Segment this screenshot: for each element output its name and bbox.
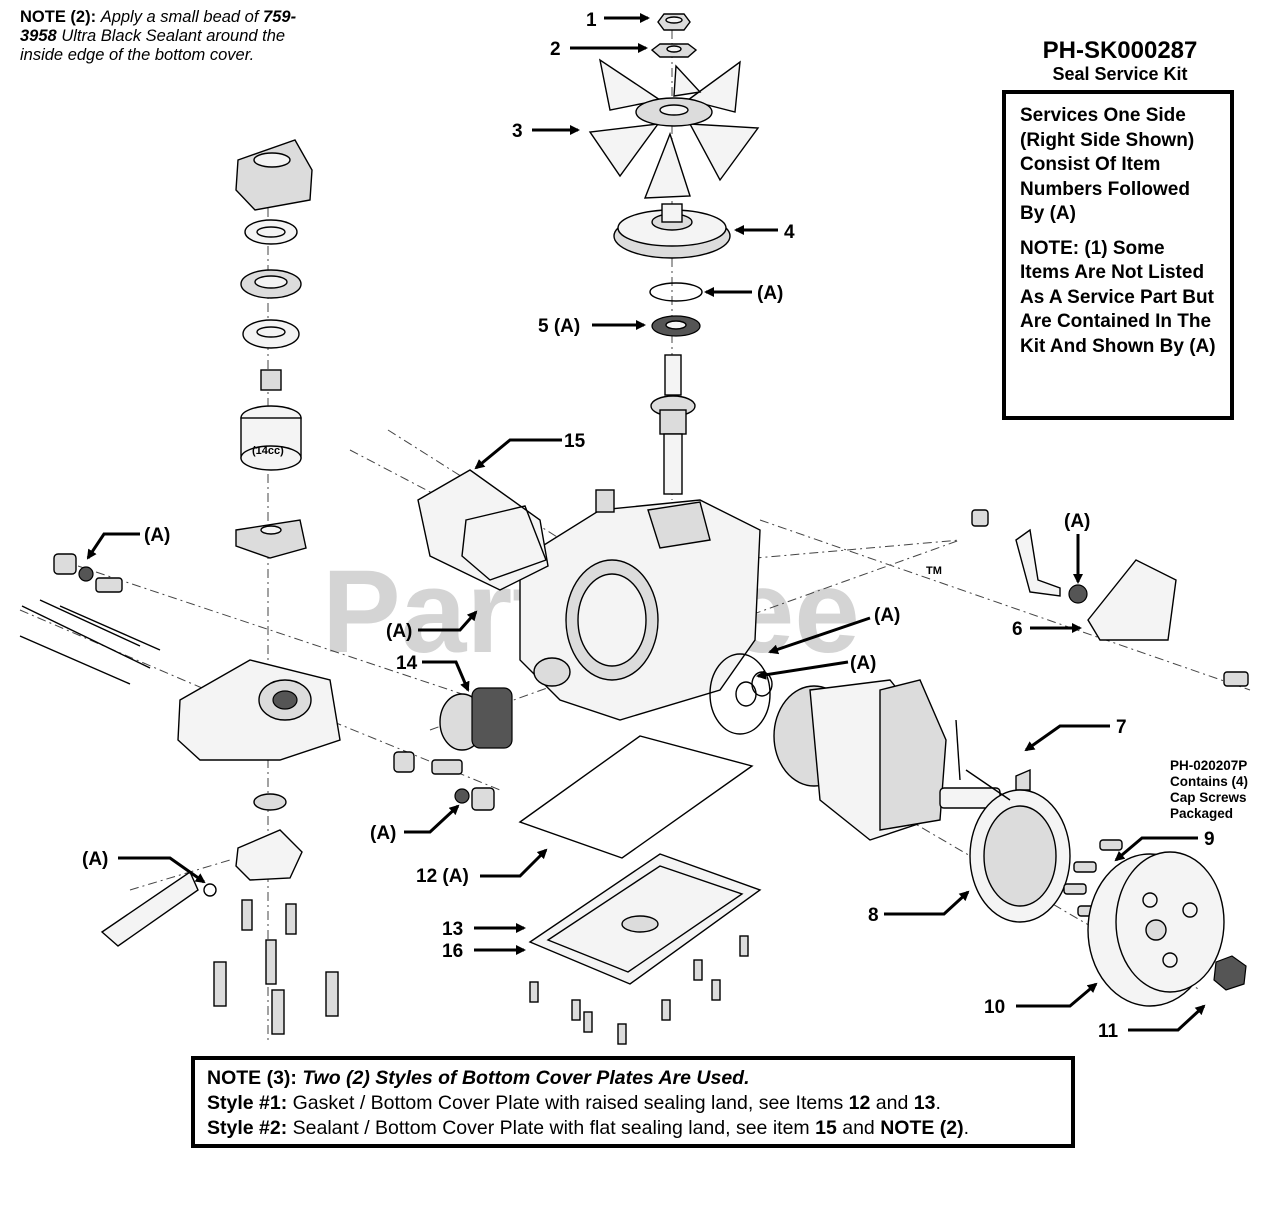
callout-a-seal: (A) — [370, 823, 396, 844]
cylinder-block-part: (14cc) — [240, 405, 302, 471]
snap-ring-part — [649, 282, 703, 302]
callout-a-gasket: (A) — [386, 621, 412, 642]
sealant-part-number: 759-3958 — [20, 8, 297, 45]
pulley-part — [613, 203, 731, 259]
callout-12: 12 (A) — [416, 866, 469, 887]
long-bolts-part — [19, 599, 161, 685]
cylinder-size-label: (14cc) — [252, 445, 284, 457]
callout-a-oring2: (A) — [850, 653, 876, 674]
charge-pump-part — [235, 793, 303, 881]
kit-info-box: Services One Side (Right Side Shown) Con… — [1002, 90, 1234, 420]
watermark-tm: TM — [926, 565, 942, 577]
shaft-seal-part — [651, 315, 701, 337]
axle-nut-part — [1213, 955, 1247, 991]
swashplate-cradle-part — [235, 139, 313, 211]
style-1-and: and — [875, 1092, 909, 1114]
bypass-arm-part — [971, 509, 1249, 687]
fan-part — [588, 58, 760, 199]
thrust-bearing-part — [240, 269, 302, 299]
thrust-race-part — [242, 319, 300, 349]
spring-part — [260, 369, 282, 391]
sealant-note-text-a: Apply a small bead of — [100, 8, 259, 26]
nut-part — [657, 13, 691, 31]
callout-6: 6 — [1012, 619, 1023, 640]
callout-a-oring1: (A) — [874, 605, 900, 626]
input-shaft-part — [650, 354, 696, 495]
sealant-note-label: NOTE (2): — [20, 8, 97, 26]
filter-part — [439, 687, 513, 751]
cover-screws-part — [529, 935, 749, 1045]
style-2-text: Sealant / Bottom Cover Plate with flat s… — [292, 1117, 810, 1139]
sealant-note-text-b: Ultra Black Sealant around the inside ed… — [20, 27, 286, 64]
thrust-washer-part — [244, 219, 298, 245]
axle-housing-part — [773, 679, 1001, 841]
callout-15: 15 — [564, 431, 586, 452]
style-1-item-b: 13 — [913, 1092, 936, 1114]
brake-assembly-part — [965, 769, 1071, 923]
style-1-item-a: 12 — [848, 1092, 871, 1114]
callout-14: 14 — [396, 653, 418, 674]
style-2-end: . — [963, 1117, 970, 1139]
callout-4-a: (A) — [757, 283, 783, 304]
sealant-note: NOTE (2): Apply a small bead of 759-3958… — [20, 8, 320, 65]
style-2-and: and — [842, 1117, 875, 1139]
port-plate-part — [235, 519, 307, 559]
style-1-end: . — [935, 1092, 941, 1114]
cap-screw-note: PH-020207P Contains (4) Cap Screws Packa… — [1170, 758, 1249, 821]
callout-labels: 1 2 3 4 (A) 5 (A) 15 (A) (A) 14 (A) (A) … — [82, 10, 1215, 1042]
callout-a-bottom: (A) — [82, 849, 108, 870]
kit-info-services: Services One Side (Right Side Shown) Con… — [1020, 105, 1195, 224]
leader-arrows — [86, 13, 1206, 1032]
callout-2: 2 — [550, 39, 561, 60]
callout-10: 10 — [984, 997, 1005, 1018]
bottom-gasket-part — [518, 735, 754, 859]
center-cover-part — [417, 469, 549, 591]
style-2-label: Style #2: — [207, 1117, 288, 1139]
kit-number: PH-SK000287 — [1042, 37, 1198, 64]
kit-info-note: NOTE: (1) Some Items Are Not Listed As A… — [1020, 237, 1216, 357]
center-section-part — [177, 659, 341, 761]
callout-a-right: (A) — [1064, 511, 1090, 532]
callout-16: 16 — [442, 941, 463, 962]
style-1-text: Gasket / Bottom Cover Plate with raised … — [292, 1092, 844, 1114]
washer-part — [650, 43, 698, 58]
callout-1: 1 — [586, 10, 597, 31]
fitting-part — [100, 870, 217, 947]
callout-5: 5 (A) — [538, 316, 580, 337]
bottom-cover-part — [528, 853, 762, 985]
callout-3: 3 — [512, 121, 523, 142]
cover-styles-title: Two (2) Styles of Bottom Cover Plates Ar… — [302, 1067, 750, 1089]
callout-7: 7 — [1116, 717, 1127, 738]
style-2-note-ref: NOTE (2) — [880, 1117, 964, 1139]
brake-drum-part — [1087, 851, 1225, 1007]
callout-13: 13 — [442, 919, 463, 940]
cover-styles-label: NOTE (3): — [207, 1067, 297, 1089]
lower-bolts-part — [213, 899, 339, 1035]
callout-8: 8 — [868, 905, 879, 926]
key-part — [1015, 768, 1031, 791]
cover-styles-heading: NOTE (3): Two (2) Styles of Bottom Cover… — [207, 1066, 1059, 1091]
center-gasket-part — [461, 505, 547, 581]
left-small-parts — [53, 553, 495, 811]
style-1-line: Style #1: Gasket / Bottom Cover Plate wi… — [207, 1091, 1059, 1116]
cover-styles-note: NOTE (3): Two (2) Styles of Bottom Cover… — [191, 1056, 1075, 1148]
style-2-item: 15 — [815, 1117, 837, 1139]
style-2-line: Style #2: Sealant / Bottom Cover Plate w… — [207, 1116, 1059, 1141]
kit-name: Seal Service Kit — [1052, 64, 1188, 84]
callout-11: 11 — [1098, 1021, 1119, 1042]
callout-4: 4 — [784, 222, 795, 243]
callout-9: 9 — [1204, 829, 1215, 850]
transaxle-case-part — [519, 489, 761, 721]
callout-a-left: (A) — [144, 525, 170, 546]
style-1-label: Style #1: — [207, 1092, 288, 1114]
